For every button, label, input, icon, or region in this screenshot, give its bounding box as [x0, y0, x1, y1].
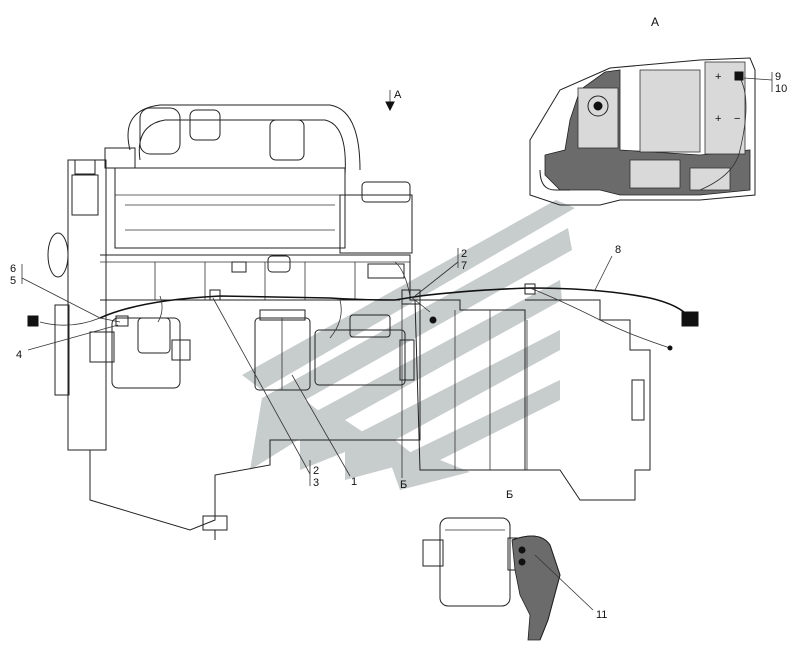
battery-plus-b: + [715, 113, 721, 125]
wiring-harness [27, 261, 699, 351]
view-b-inset [422, 517, 561, 641]
battery-plus-a: + [715, 71, 721, 83]
leader-lines [21, 72, 773, 611]
callout-2-bottom: 2 [313, 465, 319, 477]
callout-11: 11 [596, 609, 607, 621]
labels: А А Б Б 2 7 8 6 5 4 2 3 1 9 10 11 + + − [10, 15, 787, 621]
callout-6: 6 [10, 263, 16, 275]
view-b-inset-label: Б [506, 489, 513, 501]
callout-1: 1 [351, 476, 357, 488]
view-a-arrow-label: А [394, 89, 402, 101]
callout-9: 9 [775, 71, 781, 83]
callout-7: 7 [461, 260, 467, 272]
view-a-inset-label: А [651, 15, 659, 29]
callout-2-top: 2 [461, 248, 467, 260]
callout-4: 4 [16, 349, 22, 361]
view-a-inset [529, 57, 756, 206]
view-b-pointer-label: Б [400, 479, 407, 491]
watermark-logo [242, 200, 575, 490]
callout-3: 3 [313, 477, 319, 489]
callout-5: 5 [10, 275, 16, 287]
callout-10: 10 [775, 83, 787, 95]
callout-8: 8 [615, 244, 621, 256]
battery-minus: − [734, 113, 740, 125]
engine-assembly [47, 104, 651, 540]
